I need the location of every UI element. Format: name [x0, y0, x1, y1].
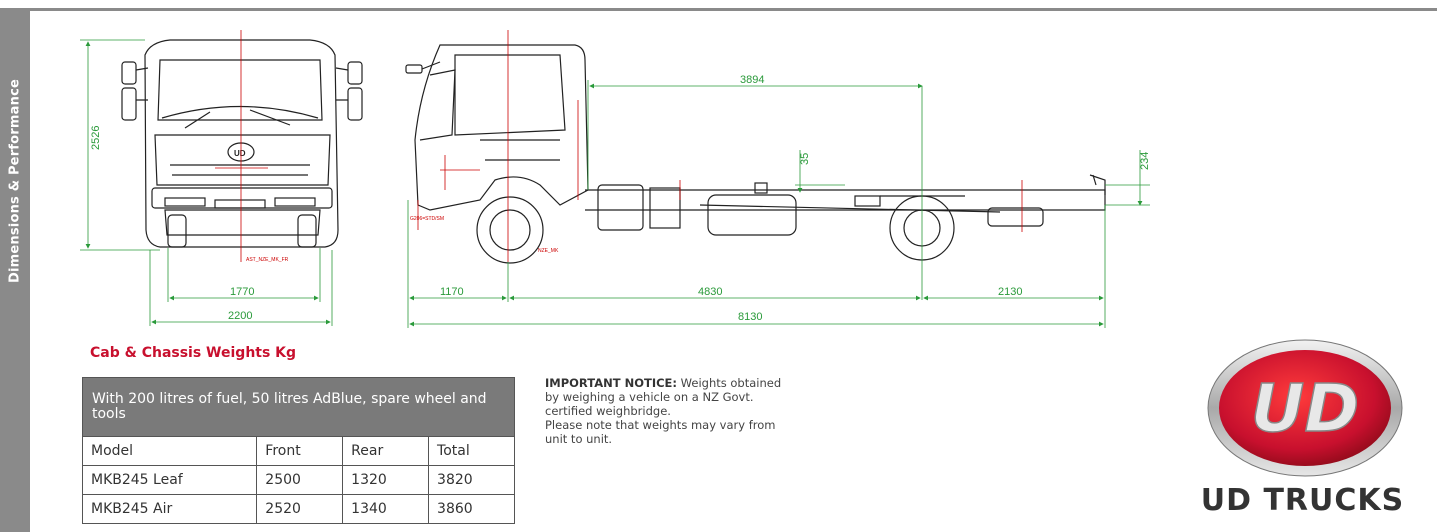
side-cab-to-end-dimension: 3894 — [740, 74, 764, 86]
logo-emblem-text: UD — [1251, 370, 1359, 447]
side-frame-height-dimension: 35 — [799, 153, 811, 165]
cell-rear: 1340 — [342, 494, 430, 524]
front-view: UD — [121, 39, 363, 248]
cell-total: 3860 — [428, 494, 515, 524]
col-rear: Rear — [342, 436, 430, 466]
ud-logo-emblem: UD — [1207, 339, 1403, 477]
svg-text:UD: UD — [234, 149, 246, 158]
front-track-dimension: 1770 — [230, 286, 254, 298]
table-row: MKB245 Air 2520 1340 3860 — [81, 494, 515, 524]
side-drawing-code: NZE_MK — [538, 248, 559, 254]
wheelbase-dimension: 4830 — [698, 286, 722, 298]
col-front: Front — [256, 436, 344, 466]
technical-drawing: UD AST_NZE_MK_FR 2526 1770 2200 — [80, 30, 1151, 328]
col-model: Model — [81, 436, 258, 466]
front-width-dimension: 2200 — [228, 310, 252, 322]
notice-heading: IMPORTANT NOTICE: — [545, 376, 678, 390]
cell-front: 2500 — [256, 465, 344, 495]
weights-table: With 200 litres of fuel, 50 litres AdBlu… — [81, 377, 515, 524]
cell-rear: 1320 — [342, 465, 430, 495]
front-height-dimension: 2526 — [90, 126, 102, 150]
side-small-code: G206=STD/SM — [410, 216, 444, 222]
table-row: Model Front Rear Total — [81, 436, 515, 466]
table-header-row: With 200 litres of fuel, 50 litres AdBlu… — [82, 377, 515, 437]
important-notice: IMPORTANT NOTICE: Weights obtained by we… — [545, 376, 785, 446]
front-overhang-dimension: 1170 — [440, 286, 464, 298]
sidebar: Dimensions & Performance — [0, 11, 30, 532]
cell-total: 3820 — [428, 465, 515, 495]
rear-overhang-dimension: 2130 — [998, 286, 1022, 298]
overall-length-dimension: 8130 — [738, 311, 762, 323]
table-row: MKB245 Leaf 2500 1320 3820 — [81, 465, 515, 495]
table-header: With 200 litres of fuel, 50 litres AdBlu… — [82, 377, 515, 437]
cell-model: MKB245 Air — [81, 494, 258, 524]
front-drawing-code: AST_NZE_MK_FR — [246, 257, 289, 263]
col-total: Total — [428, 436, 515, 466]
weights-title: Cab & Chassis Weights Kg — [90, 345, 297, 361]
ud-trucks-wordmark: UD TRUCKS — [1200, 483, 1405, 518]
notice-text-2: Please note that weights may vary from u… — [545, 418, 776, 446]
cell-front: 2520 — [256, 494, 344, 524]
notice-text: Weights obtained by weighing a vehicle o… — [545, 376, 782, 418]
top-rule — [0, 8, 1437, 11]
side-rear-height-dimension: 234 — [1139, 152, 1151, 170]
cell-model: MKB245 Leaf — [81, 465, 258, 495]
